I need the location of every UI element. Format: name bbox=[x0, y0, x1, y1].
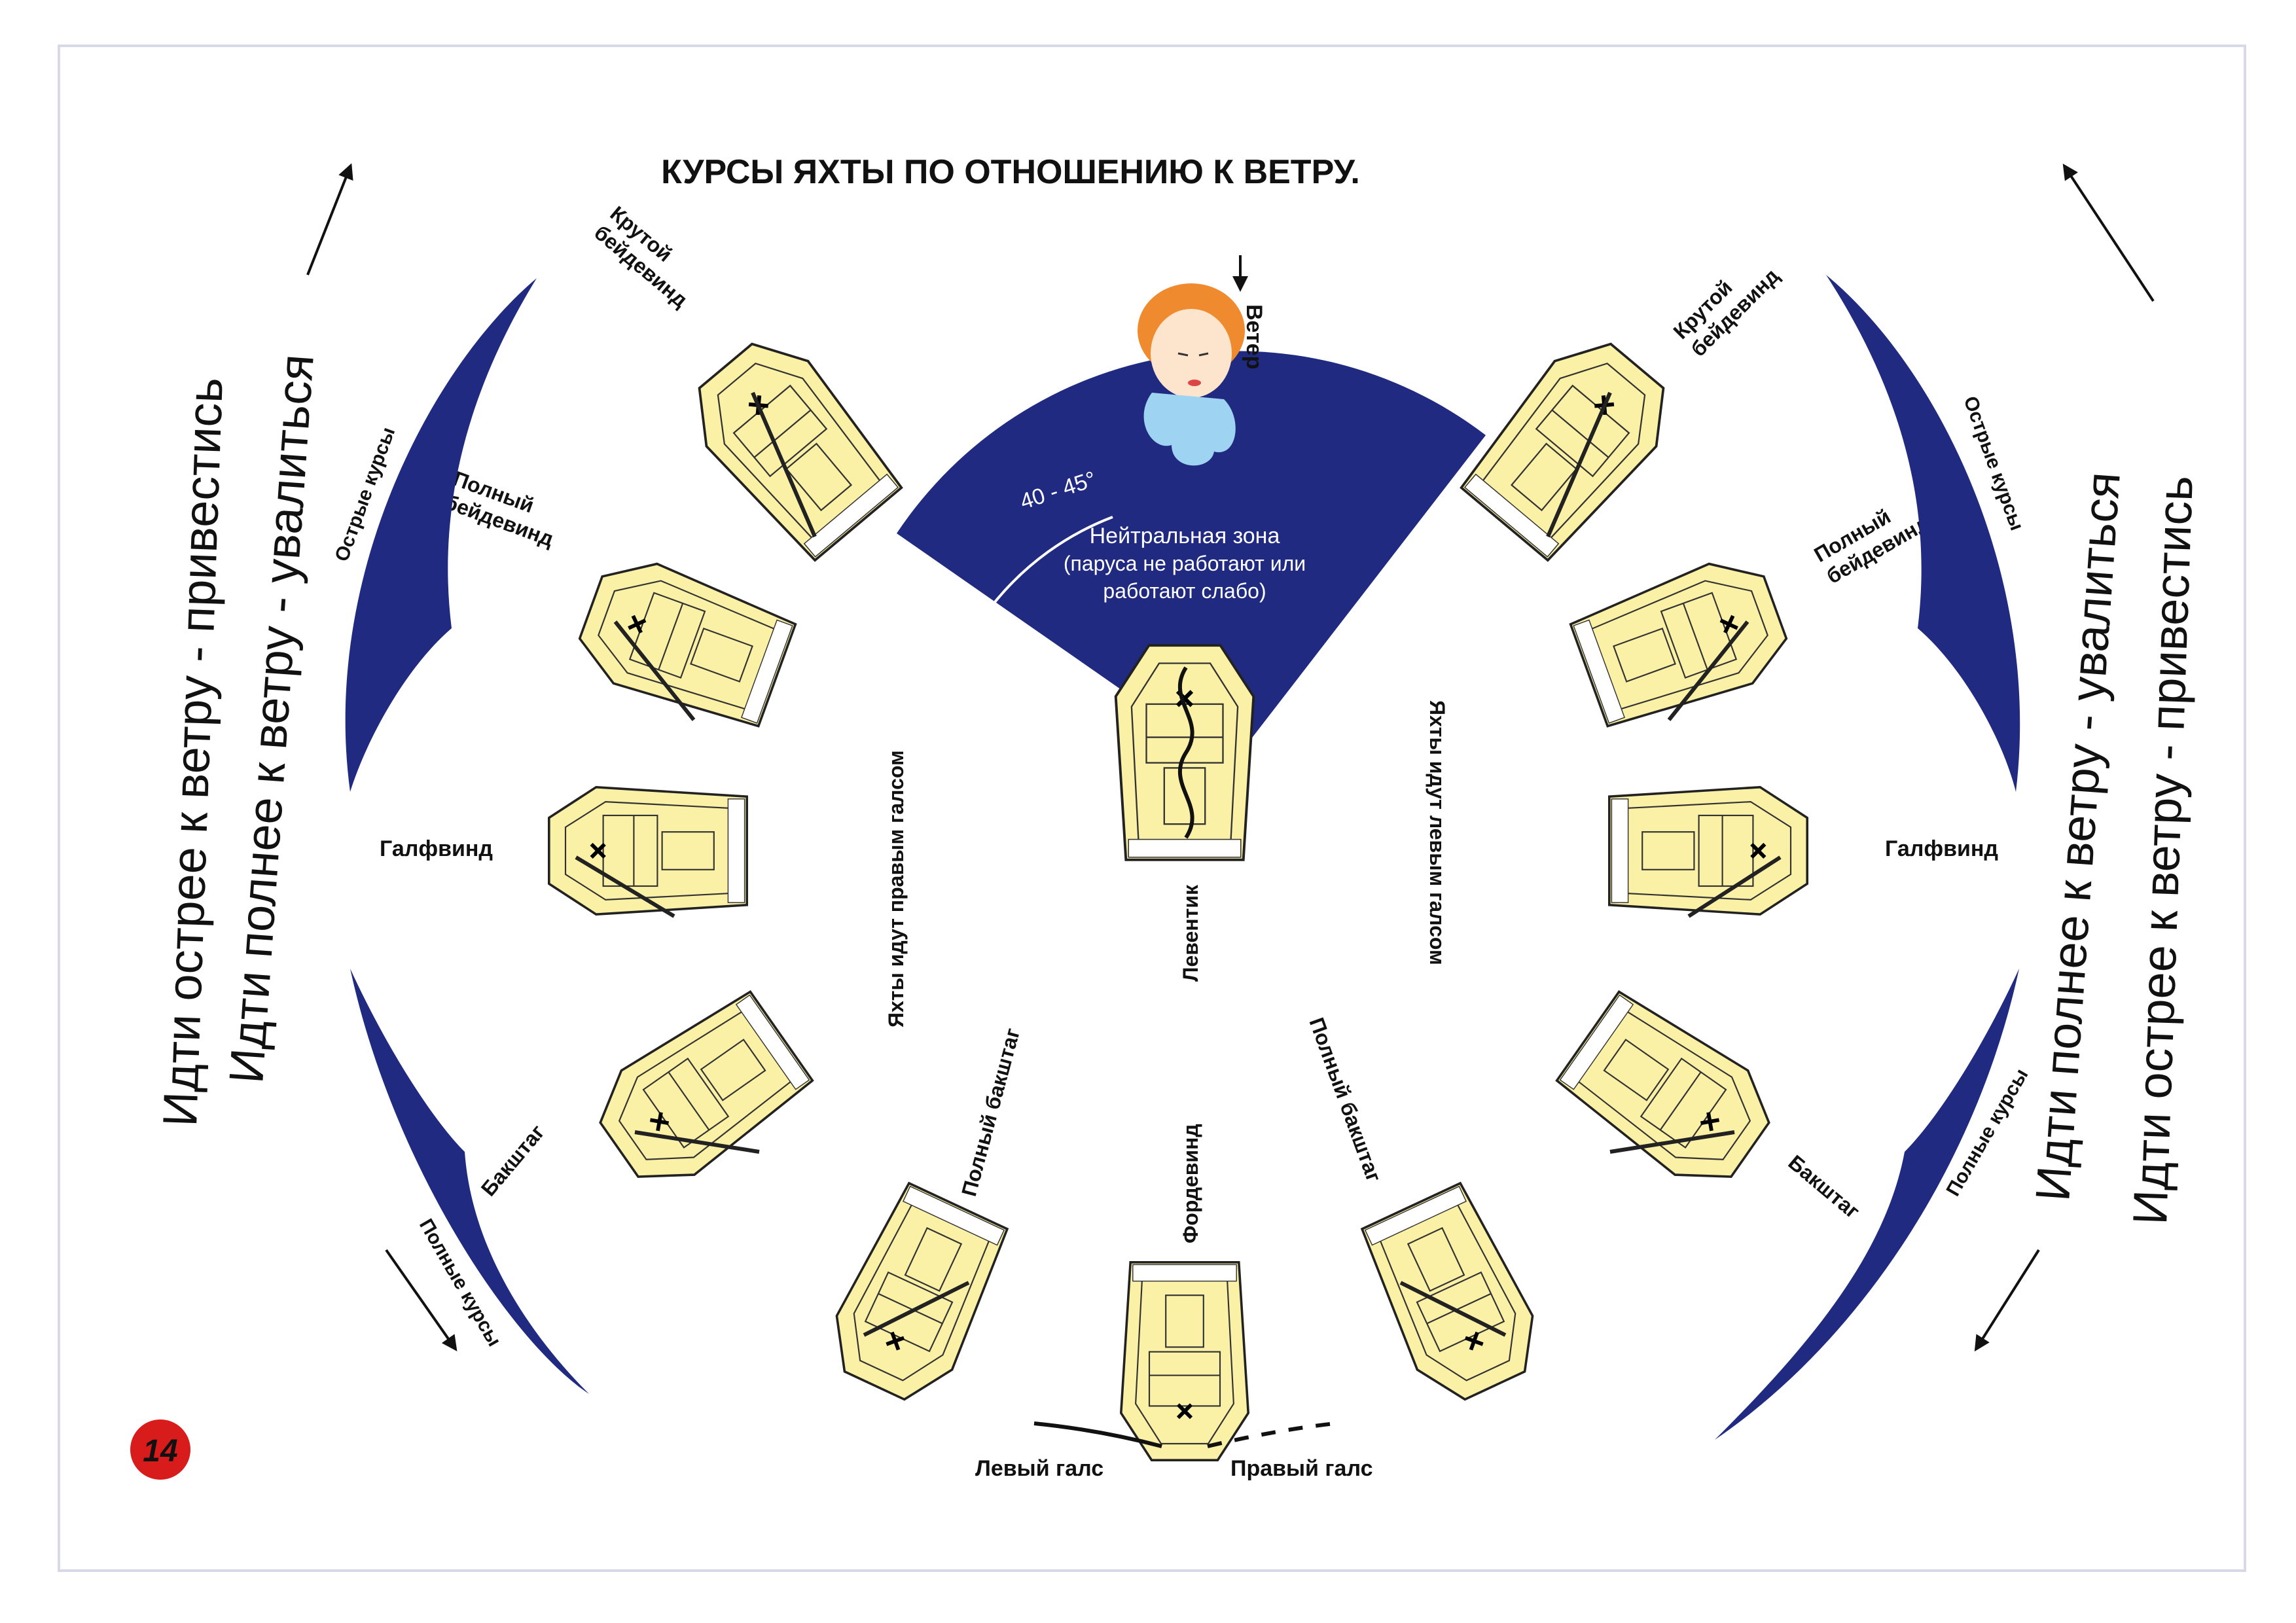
label-broad-reach-left: Бакштаг bbox=[476, 1120, 549, 1201]
sail-close-reach-port bbox=[1667, 620, 1749, 721]
yacht-close-hauled-port bbox=[1454, 323, 1688, 566]
arrow-bottom-left bbox=[385, 1249, 457, 1351]
sail-close-hauled-starboard bbox=[751, 391, 817, 538]
label-in-irons: Левентик bbox=[1179, 884, 1202, 982]
sail-full-broad-reach-starboard bbox=[863, 1281, 970, 1337]
sail-running-port bbox=[1033, 1421, 1162, 1448]
sail-close-hauled-port bbox=[1546, 391, 1612, 538]
label-starboard-tack: Правый галс bbox=[1230, 1456, 1373, 1481]
arc-sharp-courses-right bbox=[1826, 275, 2020, 792]
label-close-hauled-left: Крутойбейдевинд bbox=[590, 202, 708, 312]
label-close-hauled-right: Крутойбейдевинд bbox=[1668, 246, 1784, 361]
arc-sharp-courses-left bbox=[345, 278, 537, 792]
label-running: Фордевинд bbox=[1179, 1124, 1202, 1243]
label-full-broad-reach-right: Полный бакштаг bbox=[1304, 1014, 1386, 1185]
yacht-broad-reach-starboard bbox=[583, 984, 817, 1202]
label-beam-reach-left: Галфвинд bbox=[380, 836, 493, 861]
neutral-zone-note-1: (паруса не работают или bbox=[1064, 552, 1306, 575]
yacht-full-broad-reach-port bbox=[1354, 1179, 1552, 1412]
yacht-broad-reach-port bbox=[1551, 984, 1786, 1202]
neutral-zone-note-2: работают слабо) bbox=[1103, 579, 1266, 603]
yacht-running bbox=[1121, 1262, 1248, 1460]
yacht-close-hauled-starboard bbox=[675, 323, 909, 566]
label-starboard-tack-fleet: Яхты идут правым галсом bbox=[884, 750, 908, 1027]
yacht-beam-reach-port bbox=[1609, 787, 1807, 914]
neutral-zone-wedge bbox=[897, 351, 1486, 766]
big-label-right-outer: Идти острее к ветру - привестись bbox=[2123, 474, 2203, 1226]
page-number-badge bbox=[130, 1419, 190, 1480]
sail-running-starboard bbox=[1207, 1421, 1336, 1448]
neutral-zone-title: Нейтральная зона bbox=[1090, 524, 1280, 548]
wind-label: Ветер bbox=[1242, 304, 1266, 369]
label-close-reach-left: Полныйбейдевинд bbox=[442, 467, 565, 551]
big-label-right-inner: Идти полнее к ветру - увалиться bbox=[2025, 470, 2130, 1203]
yacht-close-reach-port bbox=[1568, 548, 1797, 735]
label-broad-reach-right: Бакштаг bbox=[1784, 1150, 1865, 1223]
label-beam-reach-right: Галфвинд bbox=[1885, 836, 1998, 861]
angle-arc bbox=[994, 516, 1113, 603]
label-port-tack: Левый галс bbox=[975, 1456, 1103, 1481]
yacht-full-broad-reach-starboard bbox=[817, 1179, 1016, 1412]
page-border bbox=[58, 45, 2246, 1572]
luffing-sail bbox=[1177, 666, 1194, 839]
arc-full-courses-right bbox=[1715, 969, 2019, 1440]
arrow-bottom-right bbox=[1974, 1249, 2040, 1352]
sail-full-broad-reach-port bbox=[1399, 1281, 1507, 1337]
yacht-beam-reach-starboard bbox=[549, 787, 747, 914]
label-full-broad-reach-left: Полный бакштаг bbox=[957, 1026, 1024, 1199]
sail-beam-reach-starboard bbox=[575, 855, 675, 918]
sail-broad-reach-starboard bbox=[634, 1130, 760, 1154]
arrow-top-left bbox=[306, 163, 353, 276]
big-label-left-outer: Идти острее к ветру - привестись bbox=[152, 376, 233, 1128]
arc-full-courses-left bbox=[350, 969, 589, 1394]
wind-face-illustration bbox=[1138, 283, 1245, 466]
sail-close-reach-starboard bbox=[613, 620, 696, 721]
label-close-reach-right: Полныйбейдевинд bbox=[1810, 490, 1933, 588]
sail-beam-reach-port bbox=[1687, 855, 1782, 918]
label-port-tack-fleet: Яхты идут левым галсом bbox=[1426, 700, 1449, 965]
page-number: 14 bbox=[143, 1434, 177, 1469]
big-label-left-inner: Идти полнее к ветру - увалиться bbox=[219, 352, 324, 1085]
sail-broad-reach-port bbox=[1609, 1130, 1735, 1154]
page-title: КУРСЫ ЯХТЫ ПО ОТНОШЕНИЮ К ВЕТРУ. bbox=[661, 153, 1360, 191]
arrow-top-right bbox=[2062, 163, 2155, 302]
